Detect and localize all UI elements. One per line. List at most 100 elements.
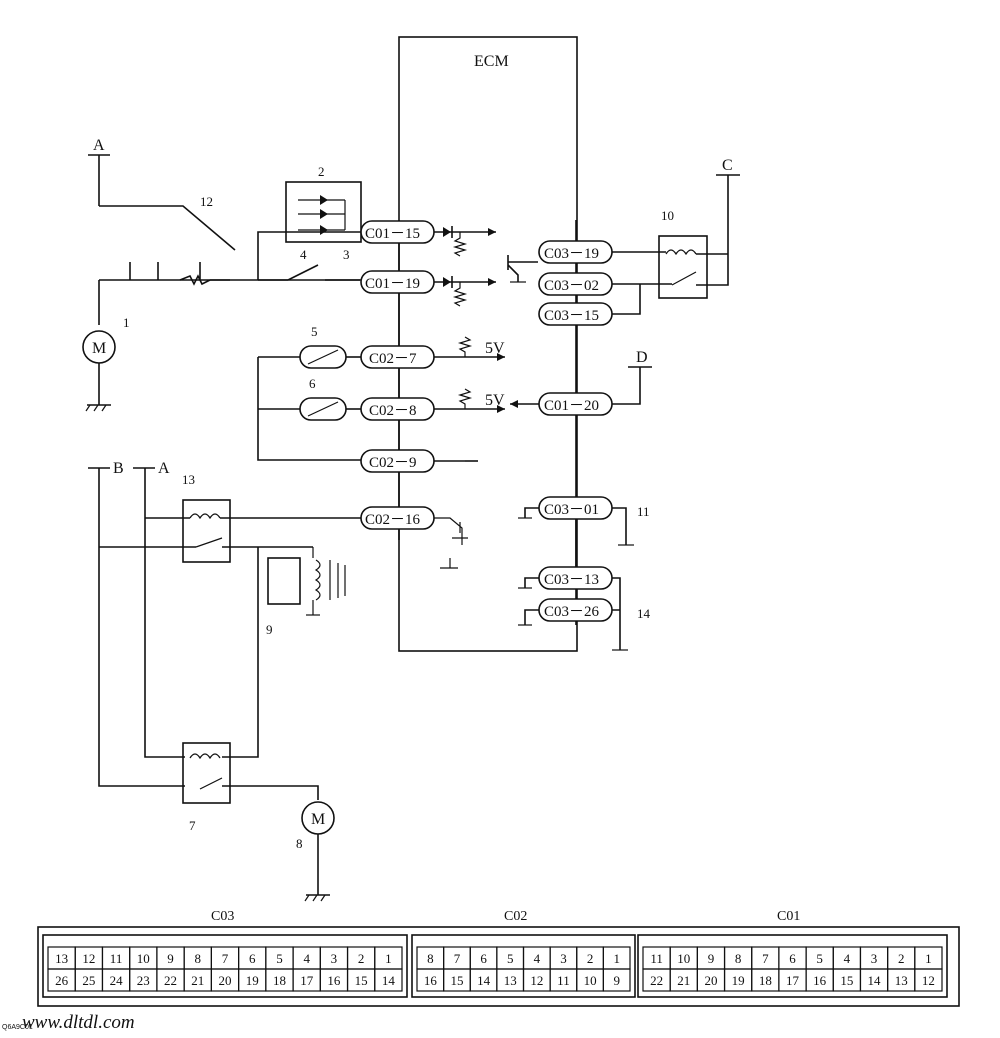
connector-pin-number: 6 (480, 951, 487, 966)
connector-pin-number: 24 (110, 973, 124, 988)
pin-c02-7: C02－7 (369, 351, 417, 367)
pin-c03-01: C03－01 (544, 502, 599, 518)
diode-block-2 (285, 181, 362, 243)
component-12-number: 12 (200, 194, 213, 209)
terminal-b: B (113, 460, 124, 477)
connector-c03-title: C03 (211, 909, 234, 924)
voltage-label-2: 5V (485, 392, 505, 409)
connector-c02-title: C02 (504, 909, 527, 924)
connector-pin-number: 10 (677, 951, 690, 966)
image-code: Q6A9C01 (2, 1024, 33, 1031)
connector-pin-number: 25 (82, 973, 95, 988)
connector-pin-number: 17 (300, 973, 314, 988)
component-4-number: 4 (300, 247, 307, 262)
connector-cell (374, 968, 403, 992)
pin-c02-16: C02－16 (365, 512, 421, 528)
connector-pin-number: 11 (557, 973, 570, 988)
connector-pin-number: 2 (898, 951, 905, 966)
connector-pin-number: 21 (677, 973, 690, 988)
component-13-number: 13 (182, 472, 195, 487)
connector-pin-number: 8 (195, 951, 202, 966)
component-14-number: 14 (637, 606, 651, 621)
component-8-number: 8 (296, 836, 303, 851)
connector-pin-number: 15 (840, 973, 853, 988)
pin-c03-19: C03－19 (544, 246, 599, 262)
ecm-label: ECM (474, 53, 509, 70)
connector-pin-number: 11 (110, 951, 123, 966)
connector-pin-number: 19 (732, 973, 745, 988)
connector-pin-number: 18 (759, 973, 772, 988)
motor-8-symbol: M (311, 811, 325, 828)
relay-7 (182, 742, 231, 804)
connector-pin-number: 22 (650, 973, 663, 988)
connector-pin-number: 15 (355, 973, 368, 988)
connector-pin-number: 1 (613, 951, 620, 966)
connector-pin-number: 4 (844, 951, 851, 966)
connector-pin-number: 12 (530, 973, 543, 988)
connector-pin-number: 22 (164, 973, 177, 988)
connector-pin-number: 3 (331, 951, 338, 966)
connector-panel (37, 926, 960, 1007)
pin-c03-26: C03－26 (544, 604, 600, 620)
pin-c01-20: C01－20 (544, 398, 599, 414)
connector-pin-number: 4 (534, 951, 541, 966)
relay-13 (182, 499, 231, 563)
connector-pin-number: 3 (871, 951, 878, 966)
component-5-number: 5 (311, 324, 318, 339)
component-9-box (267, 557, 301, 605)
connector-pin-number: 16 (327, 973, 341, 988)
relay-10 (658, 235, 708, 299)
pin-c02-8: C02－8 (369, 403, 417, 419)
connector-pin-number: 10 (137, 951, 150, 966)
connector-pin-number: 7 (762, 951, 769, 966)
connector-pin-number: 2 (587, 951, 594, 966)
pin-c01-19: C01－19 (365, 276, 420, 292)
connector-pin-number: 20 (704, 973, 717, 988)
connector-pin-number: 19 (246, 973, 259, 988)
connector-pin-number: 18 (273, 973, 286, 988)
connector-pin-number: 23 (137, 973, 150, 988)
connector-pin-number: 7 (222, 951, 229, 966)
pin-c02-9: C02－9 (369, 455, 417, 471)
voltage-label-1: 5V (485, 340, 505, 357)
connector-pin-number: 17 (786, 973, 800, 988)
terminal-c: C (722, 157, 733, 174)
terminal-d: D (636, 349, 648, 366)
component-9-number: 9 (266, 622, 273, 637)
component-1-number: 1 (123, 315, 130, 330)
connector-pin-number: 21 (191, 973, 204, 988)
connector-pin-number: 20 (219, 973, 232, 988)
connector-pin-number: 13 (504, 973, 517, 988)
pin-c03-02: C03－02 (544, 278, 599, 294)
connector-pin-number: 9 (167, 951, 174, 966)
connector-pin-number: 26 (55, 973, 69, 988)
connector-pin-number: 3 (560, 951, 567, 966)
connector-pin-number: 5 (507, 951, 514, 966)
connector-pin-number: 6 (249, 951, 256, 966)
connector-pin-number: 9 (613, 973, 620, 988)
connector-pin-number: 13 (895, 973, 908, 988)
connector-pin-number: 14 (868, 973, 882, 988)
connector-pin-number: 14 (477, 973, 491, 988)
connector-pin-number: 15 (450, 973, 463, 988)
pin-c01-15: C01－15 (365, 226, 420, 242)
connector-pin-number: 14 (382, 973, 396, 988)
component-6-number: 6 (309, 376, 316, 391)
connector-pin-number: 8 (735, 951, 742, 966)
connector-cell (914, 968, 943, 992)
connector-pin-number: 2 (358, 951, 365, 966)
component-11-number: 11 (637, 504, 650, 519)
watermark: www.dltdl.com (22, 1012, 135, 1033)
connector-pin-number: 1 (925, 951, 932, 966)
connector-c01-title: C01 (777, 909, 800, 924)
connector-pin-number: 11 (650, 951, 663, 966)
pin-c03-15: C03－15 (544, 308, 599, 324)
connector-pin-number: 10 (584, 973, 597, 988)
motor-1-symbol: M (92, 340, 106, 357)
component-7-number: 7 (189, 818, 196, 833)
connector-pin-number: 16 (813, 973, 827, 988)
